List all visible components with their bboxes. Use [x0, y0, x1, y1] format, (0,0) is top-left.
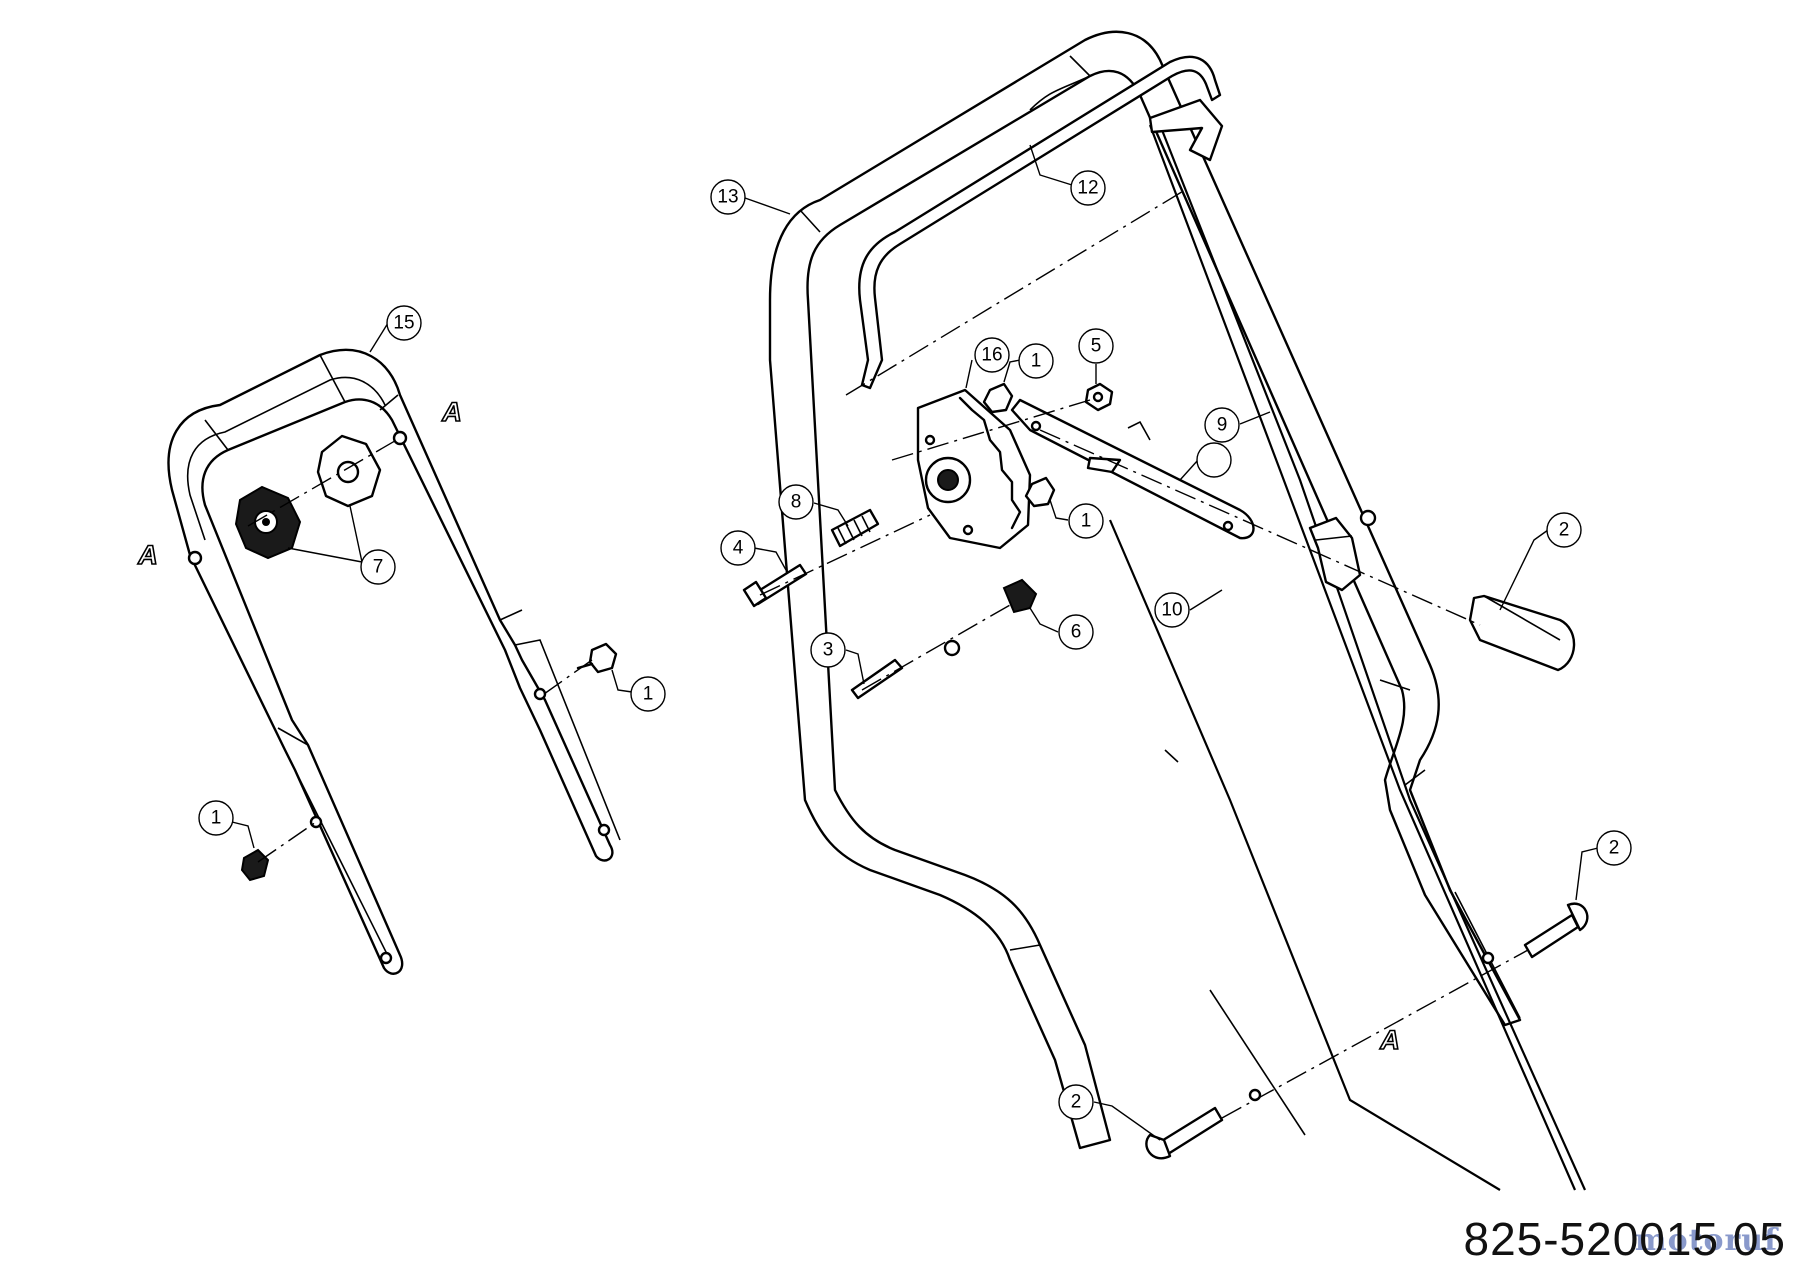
- control-bail-part-12: [858, 55, 1222, 390]
- callout-part-9: 8: [778, 484, 849, 527]
- svg-text:15: 15: [393, 313, 414, 334]
- svg-text:10: 10: [1161, 600, 1182, 621]
- bolt-part-1-lower-right: [576, 642, 618, 674]
- cable-part-11: [1160, 129, 1587, 1191]
- assembly-line-bracket-top: [891, 399, 1091, 461]
- height-arm-part-16: [1010, 398, 1255, 540]
- callout-part-14: 15: [369, 305, 422, 353]
- svg-text:12: 12: [1077, 178, 1098, 199]
- callout-part-4: 4: [720, 530, 787, 571]
- callout-part-13: 13: [710, 179, 791, 215]
- lower-handle-part-14: [167, 348, 621, 975]
- upper-handle-part-13: [768, 30, 1522, 1150]
- callout-part-11: 10: [1154, 589, 1223, 628]
- cable-part-11-lower: [1108, 519, 1501, 1191]
- svg-text:9: 9: [1217, 415, 1228, 436]
- clip-part-7: [1002, 578, 1038, 614]
- nut-part-5: [1084, 382, 1114, 412]
- star-knob-part-8-back: [316, 434, 382, 508]
- svg-text:1: 1: [1031, 351, 1042, 372]
- assembly-line-knobs: [247, 437, 401, 527]
- grip-cover-part-6: [1468, 594, 1576, 672]
- assembly-line-arm: [1039, 429, 1481, 626]
- svg-text:6: 6: [1071, 622, 1082, 643]
- part-2-left-label: 2: [1071, 1092, 1082, 1113]
- star-knob-part-8-front: [234, 485, 302, 560]
- callout-part-1-upper-b: 1: [1049, 499, 1104, 539]
- assembly-line-pin-3: [861, 604, 1011, 691]
- svg-text:2: 2: [1559, 520, 1570, 541]
- svg-text:13: 13: [717, 187, 738, 208]
- callout-part-2-right: 2 2 2 2: [1575, 830, 1632, 901]
- reference-mark-a-upper-handle: A: [1379, 1025, 1400, 1055]
- cable-part-10: [1148, 124, 1577, 1191]
- bolt-part-1-lower-left: [240, 848, 270, 882]
- part-2-right-label: 2: [1609, 838, 1620, 859]
- callout-part-6: 2: [1499, 512, 1582, 611]
- callout-part-2-left: 2 2: [1058, 1084, 1161, 1141]
- reference-mark-a-lower-handle: A: [441, 397, 462, 427]
- assembly-line-bolt-2: [1221, 949, 1529, 1119]
- svg-text:1: 1: [211, 808, 222, 829]
- assembly-line-bail: [845, 189, 1186, 396]
- assembly-line-bolt-lower-left: [257, 821, 317, 863]
- bolt-part-1-upper-b: [1024, 476, 1056, 508]
- callout-part-12: 12: [1029, 144, 1106, 206]
- svg-text:5: 5: [1091, 336, 1102, 357]
- callout-part-8: 7: [287, 505, 396, 585]
- svg-text:1: 1: [643, 684, 654, 705]
- callout-part-5: 5: [1078, 328, 1114, 384]
- assembly-line-bolt-lower-right: [543, 659, 593, 695]
- carriage-bolt-part-2-right: [1523, 902, 1589, 959]
- callout-part-10: 9: [1204, 407, 1271, 443]
- watermark-logo: motoruf: [1634, 1223, 1778, 1258]
- assembly-line-spring-pin: [759, 514, 931, 596]
- clevis-pin-part-3: [850, 658, 904, 700]
- document-number: 825-520015 05: [1463, 1213, 1786, 1265]
- callout-part-3: 3: [810, 632, 865, 685]
- bolt-part-1-upper-a: [982, 382, 1014, 414]
- height-adjuster-part-15: [916, 388, 1032, 550]
- callout-part-1-upper-a: 1: [1003, 343, 1054, 383]
- svg-text:4: 4: [733, 538, 744, 559]
- svg-text:3: 3: [823, 640, 834, 661]
- svg-text:1: 1: [1081, 511, 1092, 532]
- svg-text:7: 7: [373, 557, 384, 578]
- svg-text:8: 8: [791, 492, 802, 513]
- cable-link-upper: [1148, 98, 1224, 162]
- callout-part-15: 16: [965, 337, 1010, 389]
- callout-part-1-lower-right: 1: [611, 669, 666, 712]
- callout-part-16: 16 16 15 16 16 16 16 16 16 16: [1179, 442, 1232, 481]
- callout-part-1-lower-left: 1: [198, 800, 255, 849]
- callout-part-7: 6: [1029, 607, 1094, 650]
- svg-text:16: 16: [981, 345, 1002, 366]
- spring-part-9: [830, 508, 880, 548]
- carriage-bolt-part-2-left: [1145, 1106, 1224, 1160]
- reference-mark-a-left: A: [137, 540, 158, 570]
